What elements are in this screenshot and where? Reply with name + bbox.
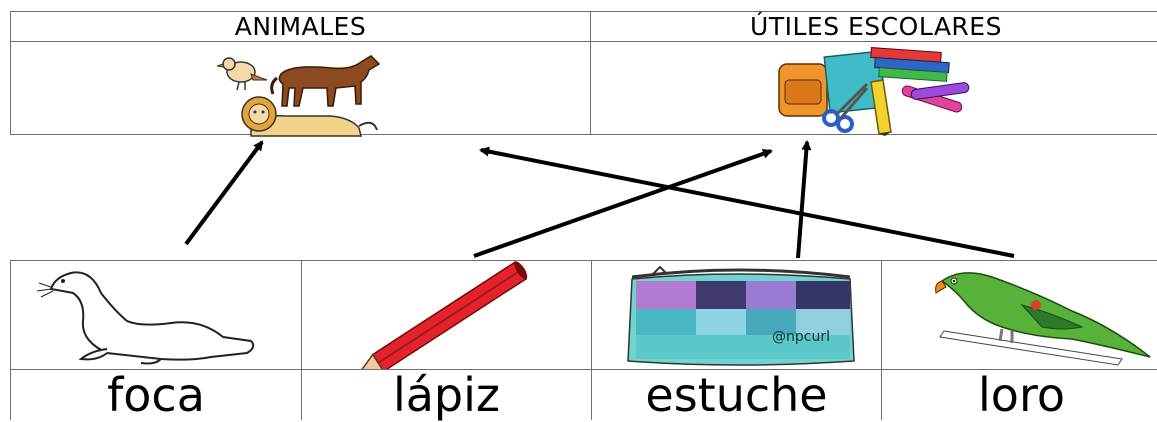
category-header: ANIMALES (11, 12, 590, 42)
animals-picture-icon (11, 42, 590, 137)
item-foca: foca (11, 261, 302, 422)
item-word: estuche (645, 368, 828, 422)
category-animales: ANIMALES (11, 12, 591, 137)
item-estuche: @npcurl estuche (592, 261, 882, 422)
arrow-foca-to-animales (184, 140, 264, 246)
category-utiles-escolares: ÚTILES ESCOLARES (591, 12, 1157, 136)
case-brand-text: @npcurl (772, 329, 830, 345)
item-word: foca (107, 368, 205, 422)
arrow-loro-to-animales (479, 146, 1015, 258)
item-lapiz: lápiz (302, 261, 592, 422)
category-header: ÚTILES ESCOLARES (591, 12, 1157, 42)
school-supplies-picture-icon (591, 42, 1157, 136)
arrow-lapiz-to-utiles (473, 148, 773, 258)
item-word: loro (978, 368, 1065, 422)
pencil-case-picture-icon: @npcurl (592, 261, 881, 370)
pencil-picture-icon (302, 261, 591, 370)
arrow-estuche-to-utiles (796, 140, 812, 259)
items-table: foca lápiz (10, 260, 1157, 422)
item-loro: loro (882, 261, 1157, 422)
category-table: ANIMALES ÚTILES ESCOLARES (10, 11, 1157, 137)
parrot-picture-icon (882, 261, 1157, 370)
seal-picture-icon (11, 261, 301, 370)
item-word: lápiz (392, 368, 501, 422)
